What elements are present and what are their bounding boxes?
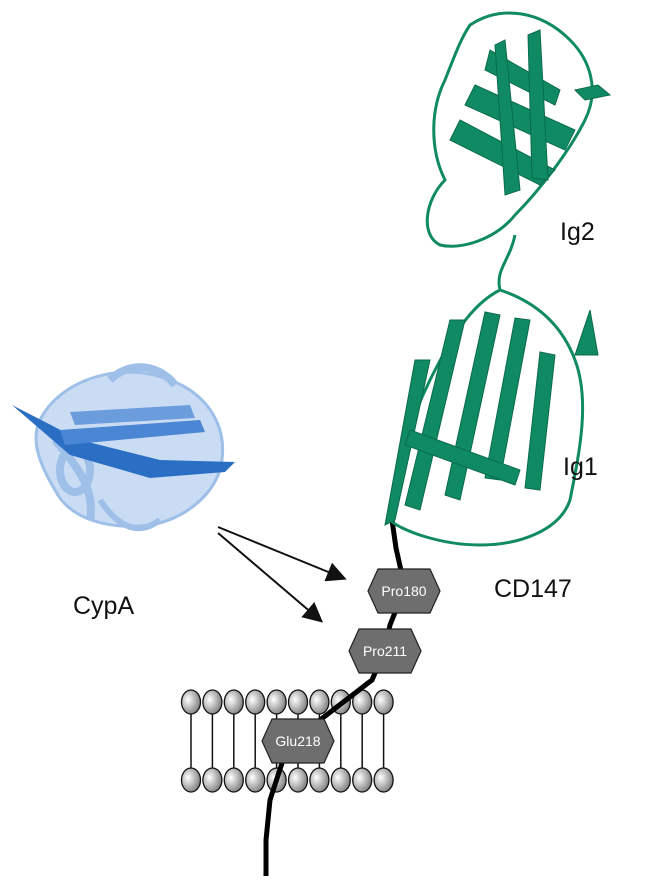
lipid [309, 689, 330, 793]
arrow-to-pro180 [217, 526, 347, 582]
ig1-label: Ig1 [563, 453, 598, 481]
residue-pro180: Pro180 [367, 568, 441, 614]
cypa-label: CypA [73, 592, 135, 620]
residue-pro211: Pro211 [348, 628, 422, 674]
lipid [245, 689, 266, 793]
lipid [287, 689, 309, 793]
ig1-domain [384, 288, 599, 547]
pro180-label: Pro180 [381, 583, 426, 599]
ig2-domain [425, 11, 612, 291]
ig2-label: Ig2 [560, 218, 595, 246]
glu218-label: Glu218 [275, 733, 320, 749]
lipid [223, 689, 244, 793]
lipid [180, 689, 202, 793]
lipid [202, 689, 223, 793]
arrow-to-pro211 [217, 532, 324, 623]
lipid-bilayer [180, 689, 394, 793]
lipid [373, 689, 394, 793]
cd147-label: CD147 [494, 575, 572, 603]
cypa-protein [12, 363, 235, 532]
lipid [352, 689, 373, 793]
pro211-label: Pro211 [363, 643, 407, 659]
residue-glu218: Glu218 [261, 718, 335, 764]
